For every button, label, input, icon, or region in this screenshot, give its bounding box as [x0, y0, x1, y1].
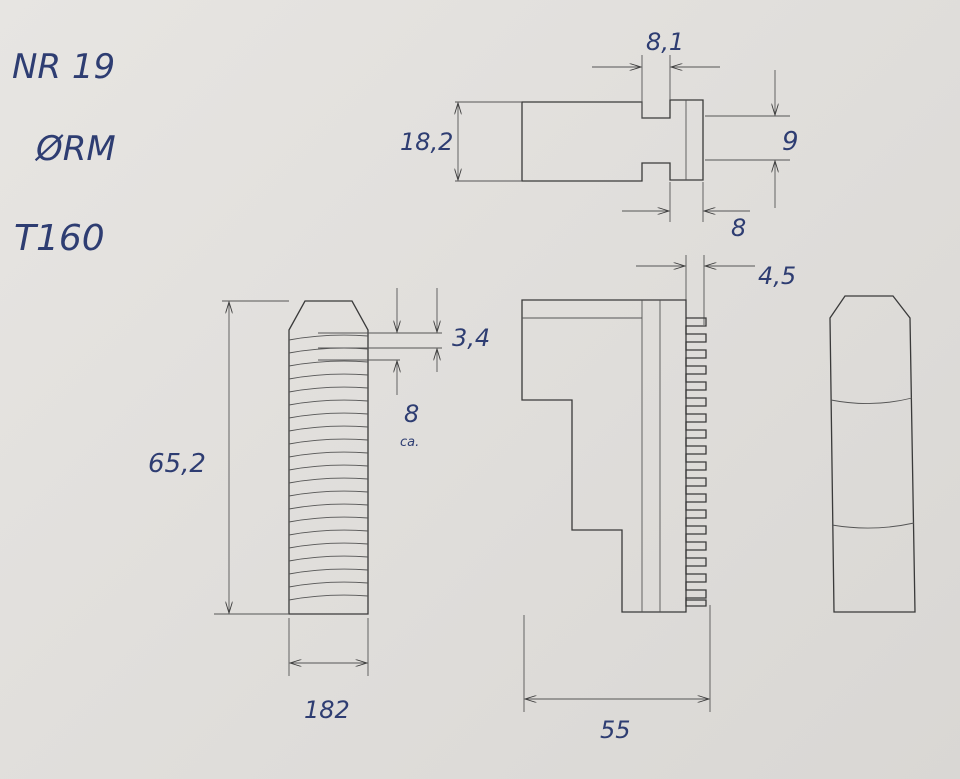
groove-line [288, 581, 369, 588]
groove-line [288, 555, 369, 562]
dim-head-gap: 9 [782, 127, 799, 157]
groove-line [288, 373, 369, 380]
dim-profile-length: 55 [600, 716, 631, 744]
dim-side-width: 182 [304, 696, 350, 724]
groove-line [288, 516, 369, 523]
note-rm: ØRM [34, 129, 116, 169]
groove-line [288, 438, 369, 445]
groove-line [288, 386, 369, 393]
groove-line [288, 412, 369, 419]
groove-line [288, 542, 369, 549]
dim-groove-pitch: 3,4 [452, 324, 490, 352]
dim-tooth-depth: 4,5 [758, 262, 796, 290]
groove-line [288, 594, 369, 601]
note-t160: T160 [14, 218, 105, 259]
dim-groove-spacing: 8 [404, 400, 419, 428]
groove-line [288, 360, 369, 367]
profile-view [521, 299, 711, 712]
groove-line [288, 451, 369, 458]
tooth-depth-dimension [636, 255, 755, 325]
groove-line [288, 503, 369, 510]
dim-neck-width: 8,1 [646, 28, 684, 56]
note-nr: NR 19 [12, 47, 115, 87]
groove-line [288, 425, 369, 432]
groove-line [288, 490, 369, 497]
dim-head-width: 8 [731, 214, 746, 242]
top-view [455, 55, 790, 222]
dim-top-height: 18,2 [400, 128, 453, 156]
dim-total-height: 65,2 [148, 449, 206, 479]
groove-line [288, 477, 369, 484]
groove-line [288, 568, 369, 575]
groove-line [288, 464, 369, 471]
dim-groove-note: ca. [400, 435, 419, 450]
groove-line [288, 334, 369, 341]
side-view [214, 288, 442, 676]
end-view [829, 295, 916, 613]
groove-line [288, 529, 369, 536]
groove-line [288, 347, 369, 354]
groove-line [288, 399, 369, 406]
